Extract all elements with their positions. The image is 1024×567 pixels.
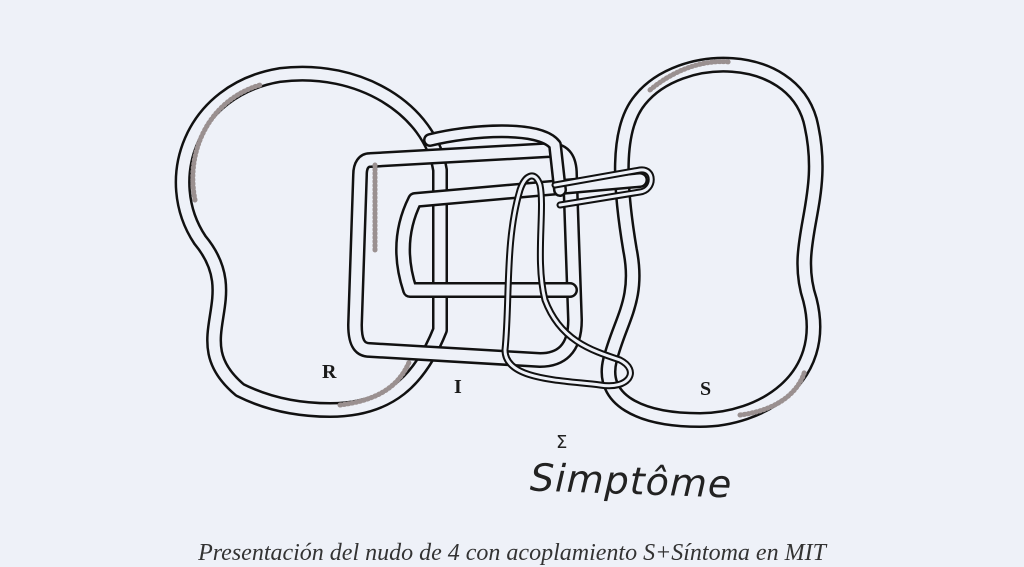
ring-i-label: I <box>454 376 462 398</box>
sinthome-label: Simptôme <box>529 455 734 507</box>
ring-s <box>600 56 824 428</box>
ring-r-label: R <box>322 361 337 383</box>
sigma-label: Σ <box>556 432 568 453</box>
ring-s-label: S <box>700 378 712 400</box>
ring-i <box>347 124 648 368</box>
ring-r <box>174 65 448 418</box>
ring-sinthome <box>501 166 655 390</box>
figure-caption: Presentación del nudo de 4 con acoplamie… <box>198 540 826 566</box>
